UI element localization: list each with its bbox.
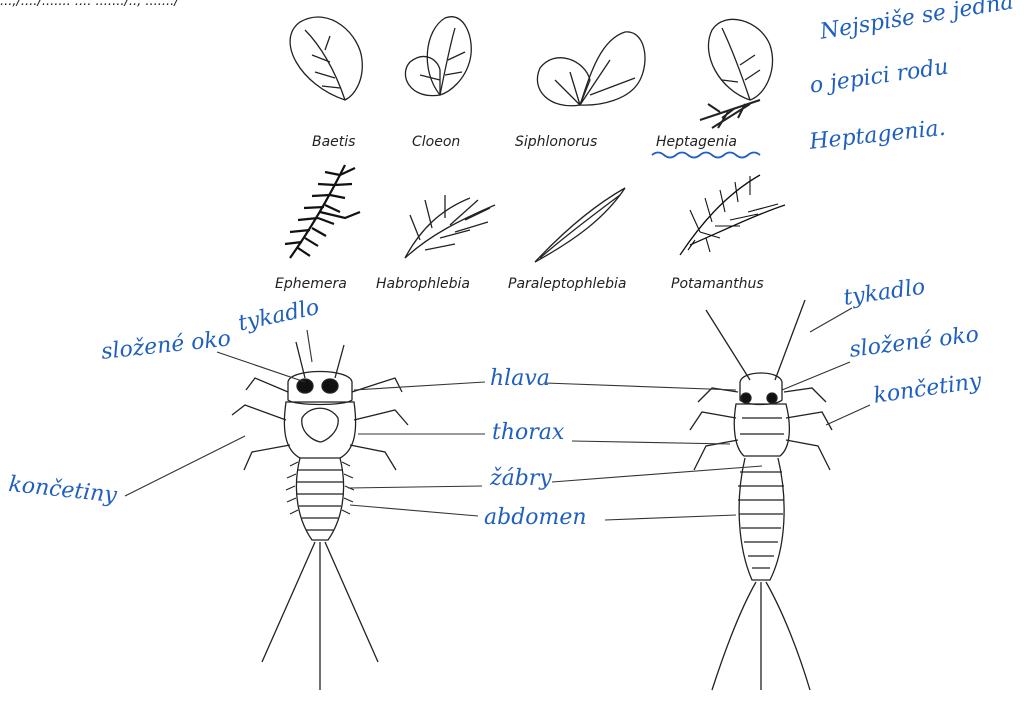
- label-center-thorax: thorax: [492, 420, 564, 445]
- label-center-hlava: hlava: [490, 366, 550, 391]
- heptagenia-wavy-underline: [652, 153, 760, 158]
- right-larva-figure: [690, 300, 832, 690]
- label-center-abdomen: abdomen: [484, 505, 587, 530]
- left-larva-figure: [232, 342, 408, 690]
- label-center-zabry: žábry: [490, 466, 552, 491]
